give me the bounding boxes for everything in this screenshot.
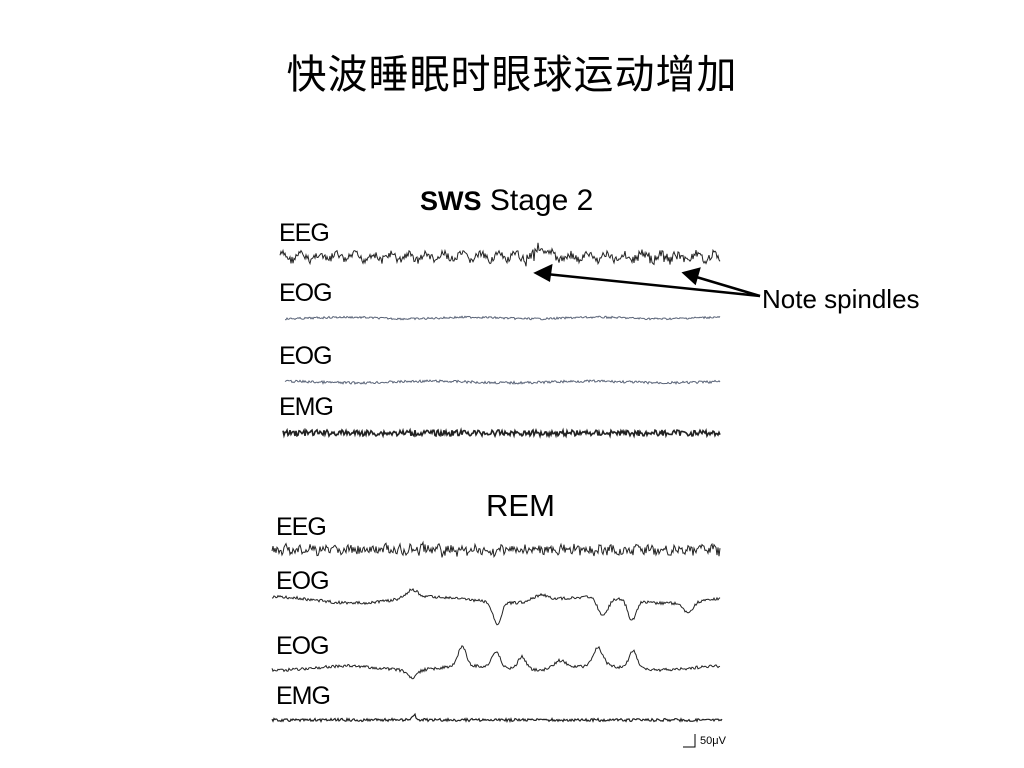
rem-panel-heading: REM	[486, 488, 555, 523]
rem-eeg-trace	[271, 540, 721, 558]
sws-eog-left-trace	[284, 315, 721, 321]
spindle-arrow-left	[545, 272, 761, 298]
scale-bar-label: 50μV	[700, 735, 726, 747]
rem-eog-left-trace	[271, 587, 721, 626]
scale-bar	[683, 734, 696, 748]
rem-eog-right-trace	[271, 645, 721, 680]
sws-eeg-label: EEG	[279, 219, 330, 247]
rem-eog-right-label: EOG	[276, 632, 330, 660]
stage-label: Stage 2	[489, 184, 594, 217]
rem-emg-trace	[271, 712, 723, 724]
spindle-arrow-right	[692, 274, 761, 298]
spindle-arrowhead-right	[681, 267, 701, 286]
sws-label: SWS	[420, 186, 482, 216]
spindle-arrows	[533, 263, 761, 298]
sws-panel-heading: SWS Stage 2	[420, 184, 593, 218]
sws-eog-left-label: EOG	[279, 279, 333, 307]
slide-title: 快波睡眠时眼球运动增加	[286, 52, 738, 98]
sws-emg-trace	[282, 427, 721, 439]
sws-emg-label: EMG	[279, 393, 334, 421]
note-spindles-annotation: Note spindles	[762, 284, 920, 314]
spindle-arrowhead-left	[533, 263, 553, 282]
rem-eeg-label: EEG	[276, 513, 327, 541]
rem-eog-left-label: EOG	[276, 567, 330, 595]
sws-eog-right-label: EOG	[279, 342, 333, 370]
sws-eeg-trace	[279, 242, 721, 267]
sws-eog-right-trace	[284, 379, 721, 385]
rem-emg-label: EMG	[276, 682, 331, 710]
